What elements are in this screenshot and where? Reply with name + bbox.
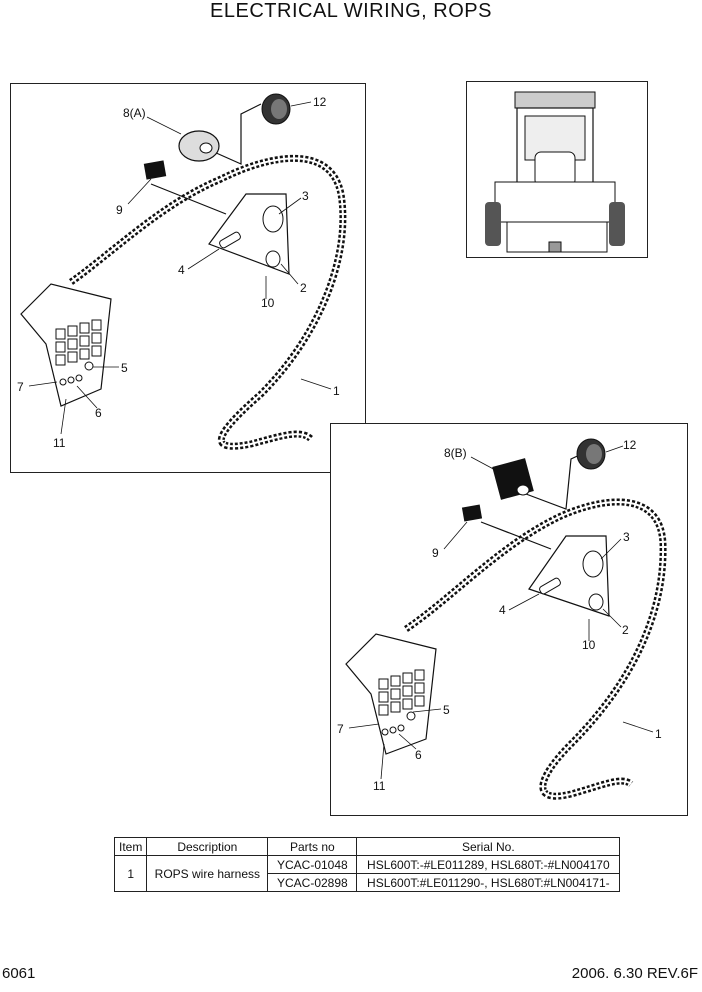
callout-10: 10 — [261, 296, 275, 310]
revision-date: 2006. 6.30 REV.6F — [571, 965, 698, 982]
callout-5: 5 — [121, 361, 128, 375]
callout-11-b: 11 — [373, 779, 386, 793]
cell-parts-no: YCAC-02898 — [267, 873, 358, 892]
callout-2-b: 2 — [622, 623, 629, 637]
wire-harness-b — [404, 498, 667, 800]
callout-8a: 8(A) — [123, 106, 146, 120]
callout-3-b: 3 — [623, 530, 630, 544]
wiring-diagram-b-drawing: 8(B) 12 9 3 4 2 10 5 7 6 11 1 — [337, 438, 667, 800]
callout-1: 1 — [333, 384, 340, 398]
table-row: 1 ROPS wire harness YCAC-01048 HSL600T:-… — [113, 855, 621, 892]
callout-4: 4 — [178, 263, 185, 277]
callout-12-b: 12 — [623, 438, 637, 452]
callout-7-b: 7 — [337, 722, 344, 736]
page-number: 6061 — [2, 965, 36, 982]
callout-3: 3 — [302, 189, 309, 203]
header-parts-no: Parts no — [267, 837, 358, 856]
callout-6-b: 6 — [415, 748, 422, 762]
callout-8b: 8(B) — [444, 446, 467, 460]
table-header-row: Item Description Parts no Serial No. — [113, 837, 621, 856]
cell-item: 1 — [113, 855, 148, 892]
wiring-diagram-a: 8(A) 12 9 3 4 2 10 5 7 6 11 1 — [10, 83, 366, 473]
callout-7: 7 — [17, 380, 24, 394]
machine-view-inset — [466, 81, 648, 258]
table-row: YCAC-02898 HSL600T:#LE011290-, HSL680T:#… — [115, 873, 621, 892]
relay-block-b — [461, 504, 483, 522]
callout-10-b: 10 — [582, 638, 596, 652]
callout-6: 6 — [95, 406, 102, 420]
wiring-diagram-a-drawing: 8(A) 12 9 3 4 2 10 5 7 6 11 1 — [17, 93, 347, 450]
switch-panel — [20, 283, 112, 407]
cell-serial: HSL600T:#LE011290-, HSL680T:#LN004171- — [356, 873, 621, 892]
callout-9-b: 9 — [432, 546, 439, 560]
cell-description: ROPS wire harness — [146, 855, 269, 892]
callout-4-b: 4 — [499, 603, 506, 617]
cell-serial: HSL600T:-#LE011289, HSL680T:-#LN004170 — [356, 855, 621, 874]
header-description: Description — [146, 837, 269, 856]
callout-11: 11 — [53, 436, 66, 450]
beacon-light — [178, 130, 220, 162]
header-serial-no: Serial No. — [356, 837, 621, 856]
callout-1-b: 1 — [655, 727, 662, 741]
parts-table: Item Description Parts no Serial No. 1 R… — [113, 837, 621, 892]
wiring-diagram-b: 8(B) 12 9 3 4 2 10 5 7 6 11 1 — [330, 423, 688, 816]
cell-parts-no: YCAC-01048 — [267, 855, 358, 874]
callout-5-b: 5 — [443, 703, 450, 717]
relay-block — [143, 160, 167, 180]
callout-2: 2 — [300, 281, 307, 295]
callout-9: 9 — [116, 203, 123, 217]
header-item: Item — [113, 837, 148, 856]
page-title: ELECTRICAL WIRING, ROPS — [210, 0, 492, 22]
callout-12: 12 — [313, 95, 327, 109]
machine-view-drawing — [485, 91, 625, 253]
